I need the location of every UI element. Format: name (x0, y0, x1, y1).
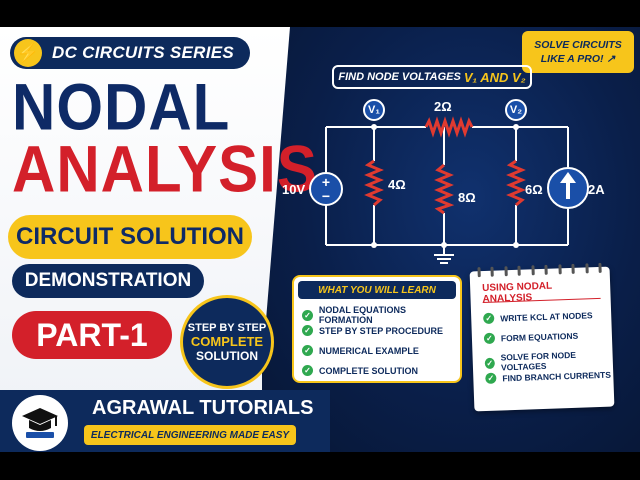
brand-tagline: ELECTRICAL ENGINEERING MADE EASY (84, 425, 296, 445)
current-source-icon (547, 167, 589, 209)
check-icon: ✓ (483, 332, 496, 345)
list-item: ✓ NUMERICAL EXAMPLE (302, 345, 419, 356)
ground-icon (434, 254, 454, 264)
resistor-2ohm-icon (424, 116, 474, 138)
label-r1: 4Ω (388, 177, 406, 192)
label-source-v: 10V (282, 182, 306, 197)
nodal-analysis-notepad: USING NODAL ANALYSIS ✓ WRITE KCL AT NODE… (469, 262, 615, 412)
find-node-voltages-box: FIND NODE VOLTAGES V₁ AND V₂ (332, 65, 532, 89)
node-v2: V₂ (505, 99, 527, 121)
resistor-6ohm-icon (506, 159, 526, 207)
graduation-cap-icon (12, 395, 68, 451)
series-pill: ⚡ DC CIRCUITS SERIES (10, 37, 250, 69)
check-icon: ✓ (302, 325, 313, 336)
check-icon: ✓ (302, 309, 313, 321)
find-prompt: FIND NODE VOLTAGES (338, 71, 461, 83)
label-r3: 6Ω (525, 182, 543, 197)
svg-text:−: − (322, 188, 330, 204)
svg-text:+: + (322, 174, 330, 190)
check-icon: ✓ (484, 357, 495, 369)
resistor-4ohm-icon (364, 159, 384, 207)
list-item: ✓ STEP BY STEP PROCEDURE (302, 325, 443, 336)
resistor-8ohm-icon (434, 163, 455, 215)
what-you-will-learn-box: WHAT YOU WILL LEARN ✓ NODAL EQUATIONS FO… (292, 275, 462, 383)
title-analysis: ANALYSIS (12, 132, 318, 206)
list-item: ✓ WRITE KCL AT NODES (483, 309, 593, 325)
demonstration-band: DEMONSTRATION (12, 264, 204, 298)
series-label: DC CIRCUITS SERIES (52, 43, 235, 62)
thumbnail: ⚡ DC CIRCUITS SERIES NODAL ANALYSIS CIRC… (0, 27, 640, 452)
check-icon: ✓ (485, 372, 497, 384)
node-v1: V₁ (363, 99, 385, 121)
step-by-step-badge: STEP BY STEP COMPLETE SOLUTION (180, 295, 274, 389)
circuit-diagram: + − (309, 116, 589, 264)
solve-circuits-badge: SOLVE CIRCUITS LIKE A PRO! ↗ (522, 31, 634, 73)
solve-line1: SOLVE CIRCUITS (534, 39, 622, 51)
label-source-i: 2A (588, 182, 605, 197)
voltage-source-icon: + − (309, 172, 343, 206)
list-item: ✓ COMPLETE SOLUTION (302, 365, 418, 376)
title-nodal: NODAL (12, 70, 231, 144)
list-item: ✓ FORM EQUATIONS (483, 330, 579, 345)
check-icon: ✓ (302, 365, 313, 376)
solve-line2: LIKE A PRO! ↗ (540, 53, 616, 65)
notepad-heading: USING NODAL ANALYSIS (482, 280, 601, 305)
lightning-bolt-icon: ⚡ (14, 39, 42, 67)
learn-heading: WHAT YOU WILL LEARN (298, 281, 456, 299)
check-icon: ✓ (483, 312, 495, 325)
check-icon: ✓ (302, 345, 313, 356)
step-line1: STEP BY STEP (187, 321, 267, 334)
step-line2: COMPLETE (190, 333, 264, 349)
label-r-top: 2Ω (434, 99, 452, 114)
label-r2: 8Ω (458, 190, 476, 205)
find-vars: V₁ AND V₂ (463, 69, 526, 85)
list-item: ✓ NODAL EQUATIONS FORMATION (302, 305, 460, 325)
circuit-solution-band: CIRCUIT SOLUTION (8, 215, 252, 259)
part-band: PART-1 (12, 311, 172, 359)
step-line3: SOLUTION (196, 348, 258, 363)
brand-name: AGRAWAL TUTORIALS (92, 397, 314, 419)
